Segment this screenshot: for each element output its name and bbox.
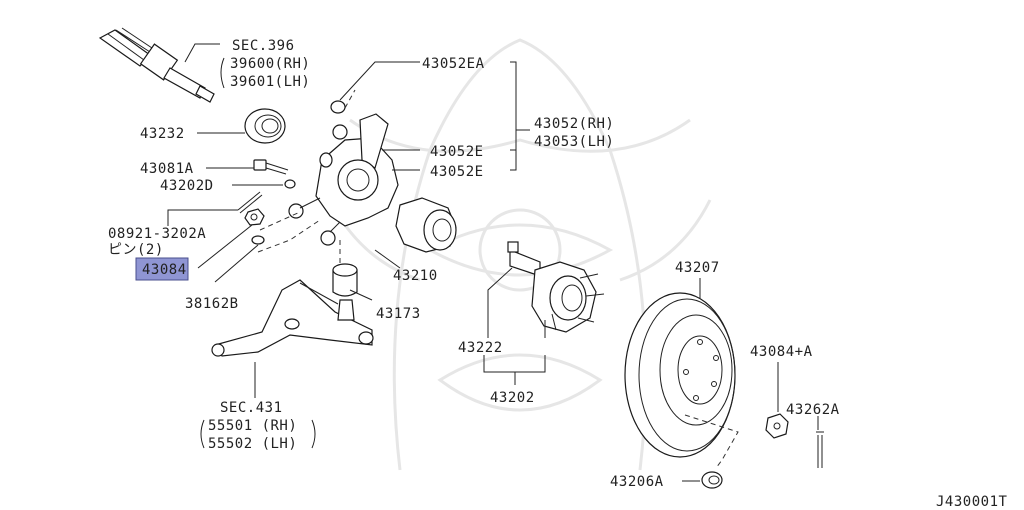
label-38162b[interactable]: 38162B [185,296,239,312]
guide-dash [257,219,321,253]
diagram-code: J430001T [936,494,1008,510]
label-39601[interactable]: 39601(LH) [230,74,310,90]
part-labels: SEC.396 39600(RH) 39601(LH) 43232 43081A… [108,38,1008,510]
cotter-pin-43262a-part [816,431,824,468]
label-43202[interactable]: 43202 [490,390,535,406]
washer-43202d-part [284,179,296,189]
label-43207[interactable]: 43207 [675,260,720,276]
nut-43084a-part [765,413,789,439]
label-43262a[interactable]: 43262A [786,402,840,418]
hub-bearing-43210-part [395,197,457,253]
label-55501[interactable]: 55501 (RH) [208,418,297,434]
label-43052ea[interactable]: 43052EA [422,56,485,72]
label-43222[interactable]: 43222 [458,340,503,356]
highlight-box [135,257,189,281]
label-43173[interactable]: 43173 [376,306,421,322]
guide-dash [684,414,739,469]
label-43202d[interactable]: 43202D [160,178,214,194]
label-sec396[interactable]: SEC.396 [232,38,295,54]
drive-shaft-part [98,27,215,103]
label-43053lh[interactable]: 43053(LH) [534,134,614,150]
plug-43206a-part [701,471,723,489]
label-43052rh[interactable]: 43052(RH) [534,116,614,132]
guide-dash [259,211,301,231]
washer-38162b-part [251,235,265,245]
knuckle-part [288,100,399,246]
label-43052e-1[interactable]: 43052E [430,144,484,160]
label-43081a[interactable]: 43081A [140,161,194,177]
axle-hub-part [507,241,605,333]
label-08921[interactable]: 08921-3202A [108,226,206,242]
oil-seal-part [244,108,286,144]
guide-dash [344,89,356,109]
nut-43084-part [244,208,265,226]
label-sec431[interactable]: SEC.431 [220,400,283,416]
label-43210[interactable]: 43210 [393,268,438,284]
bolt-43081a-part [253,159,289,175]
brake-disc-part [624,292,736,458]
cotter-pin-part [237,191,263,214]
label-43084a[interactable]: 43084+A [750,344,813,360]
lower-arm-part [211,279,374,357]
label-43206a[interactable]: 43206A [610,474,664,490]
label-43052e-2[interactable]: 43052E [430,164,484,180]
leader-lines [167,43,819,482]
bushing-43173-part [332,263,358,297]
label-55502[interactable]: 55502 (LH) [208,436,297,452]
label-43084[interactable]: 43084 [142,262,187,278]
label-39600[interactable]: 39600(RH) [230,56,310,72]
label-43232[interactable]: 43232 [140,126,185,142]
label-pin[interactable]: ピン(2) [108,242,164,258]
